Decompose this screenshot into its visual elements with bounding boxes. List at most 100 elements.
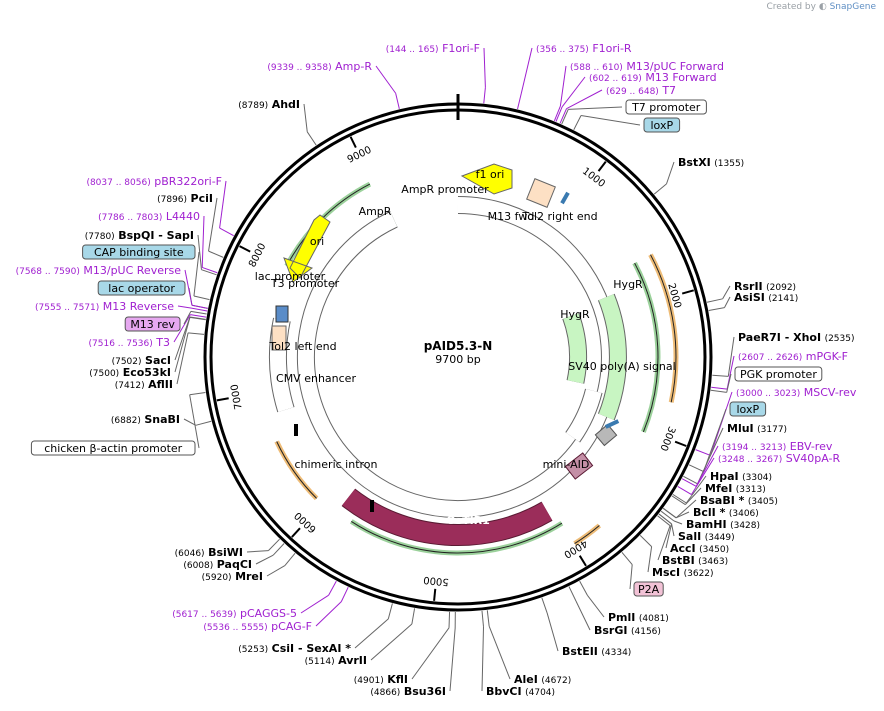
- site-label: (4866) Bsu36I: [370, 685, 446, 698]
- site-enzyme[interactable]: AleI (4672): [514, 673, 571, 686]
- p2a-mark[interactable]: [594, 423, 618, 447]
- site-primer[interactable]: (3248 .. 3267) SV40pA-R: [718, 452, 841, 465]
- site-label: (2607 .. 2626) mPGK-F: [738, 350, 848, 363]
- site-primer[interactable]: (144 .. 165) F1ori-F: [386, 42, 480, 55]
- site-enzyme[interactable]: (8789) AhdI: [238, 98, 300, 111]
- site-enzyme[interactable]: (6008) PaqCI: [183, 558, 252, 571]
- site-leader: [255, 554, 274, 565]
- site-enzyme[interactable]: AsiSI (2141): [734, 291, 798, 304]
- f1-ori-arrow[interactable]: [460, 163, 513, 195]
- site-enzyme[interactable]: (5920) MreI: [202, 570, 263, 583]
- site-enzyme[interactable]: BstBI (3463): [662, 554, 728, 567]
- site-primer[interactable]: (356 .. 375) F1ori-R: [536, 42, 632, 55]
- site-box-pink[interactable]: P2A: [633, 581, 664, 597]
- site-enzyme[interactable]: BsaBI * (3405): [700, 494, 778, 507]
- feature-arc-hygr[interactable]: [598, 294, 626, 420]
- site-box-blue[interactable]: lac operator: [97, 280, 186, 296]
- intron-mark-2[interactable]: [370, 500, 374, 512]
- site-enzyme[interactable]: (5253) CsiI - SexAI *: [238, 642, 351, 655]
- site-box-blue[interactable]: loxP: [729, 401, 767, 417]
- site-primer[interactable]: (602 .. 619) M13 Forward: [589, 71, 717, 84]
- loxp-mark-1[interactable]: [560, 191, 570, 205]
- site-primer[interactable]: (9339 .. 9358) Amp-R: [267, 60, 372, 73]
- feature-arc-sv40-poly-a-signal[interactable]: [566, 388, 602, 442]
- site-name: lac operator: [108, 282, 175, 295]
- site-leader: [189, 394, 200, 449]
- site-position: (4901): [354, 676, 384, 686]
- plasmid-size: 9700 bp: [435, 353, 480, 366]
- site-position: (144 .. 165): [386, 45, 439, 55]
- site-enzyme[interactable]: (7896) PciI: [157, 192, 213, 205]
- intron-mark-1[interactable]: [294, 424, 298, 436]
- site-leader: [483, 87, 486, 104]
- site-enzyme[interactable]: (4866) Bsu36I: [370, 685, 446, 698]
- site-primer[interactable]: (7516 .. 7536) T3: [89, 336, 171, 349]
- loxp-mark-2[interactable]: [604, 419, 620, 429]
- site-primer[interactable]: (7568 .. 7590) M13/pUC Reverse: [16, 264, 182, 277]
- site-primer[interactable]: (629 .. 648) T7: [606, 84, 676, 97]
- site-primer[interactable]: (7786 .. 7803) L4440: [98, 210, 200, 223]
- site-label: (6008) PaqCI: [183, 558, 252, 571]
- site-primer[interactable]: (8037 .. 8056) pBR322ori-F: [86, 175, 222, 188]
- site-enzyme[interactable]: MscI (3622): [652, 566, 714, 579]
- site-name: M13 rev: [130, 318, 175, 331]
- site-enzyme[interactable]: BstEII (4334): [562, 645, 631, 658]
- site-primer[interactable]: (3194 .. 3213) EBV-rev: [722, 440, 833, 453]
- site-enzyme[interactable]: (6882) SnaBI: [111, 413, 180, 426]
- site-enzyme[interactable]: (7412) AflII: [115, 378, 173, 391]
- site-enzyme[interactable]: PaeR7I - XhoI (2535): [738, 331, 855, 344]
- site-position: (3406): [729, 509, 759, 519]
- site-enzyme[interactable]: PmlI (4081): [608, 611, 669, 624]
- site-enzyme[interactable]: HpaI (3304): [710, 470, 772, 483]
- lac-operator-mark[interactable]: [275, 305, 289, 323]
- site-label: (356 .. 375) F1ori-R: [536, 42, 632, 55]
- site-leader: [268, 538, 280, 551]
- feature-label: HygR: [613, 278, 643, 291]
- site-enzyme[interactable]: (7780) BspQI - SapI: [85, 229, 194, 242]
- site-name: M13/pUC Reverse: [83, 264, 181, 277]
- site-enzyme[interactable]: AccI (3450): [670, 542, 729, 555]
- site-leader: [586, 594, 605, 618]
- site-box[interactable]: T7 promoter: [625, 99, 707, 115]
- site-name: loxP: [737, 403, 760, 416]
- site-enzyme[interactable]: RsrII (2092): [734, 280, 796, 293]
- feature-arc-ostir1[interactable]: [342, 489, 552, 546]
- tol2-left-end-box[interactable]: [271, 325, 287, 351]
- site-box[interactable]: chicken β-actin promoter: [30, 440, 196, 456]
- site-enzyme[interactable]: MluI (3177): [727, 422, 787, 435]
- site-enzyme[interactable]: (6046) BsiWI: [175, 546, 243, 559]
- site-primer[interactable]: (5536 .. 5555) pCAG-F: [203, 620, 312, 633]
- site-enzyme[interactable]: BbvCI (4704): [486, 685, 555, 698]
- feature-arc-ampr-promoter[interactable]: [297, 197, 618, 517]
- site-enzyme[interactable]: (5114) AvrII: [305, 654, 367, 667]
- site-enzyme[interactable]: (7502) SacI: [112, 354, 171, 367]
- site-primer[interactable]: (2607 .. 2626) mPGK-F: [738, 350, 848, 363]
- site-enzyme[interactable]: BsrGI (4156): [594, 624, 661, 637]
- ori-arrow[interactable]: [283, 214, 331, 283]
- site-enzyme[interactable]: (4901) KflI: [354, 673, 408, 686]
- site-enzyme[interactable]: (7500) Eco53kI: [89, 366, 171, 379]
- tol2-right-end-box[interactable]: [526, 178, 556, 208]
- site-name: mPGK-F: [806, 350, 848, 363]
- site-box-purple[interactable]: M13 rev: [124, 316, 181, 332]
- site-box-blue[interactable]: CAP binding site: [82, 244, 196, 260]
- site-primer[interactable]: (5617 .. 5639) pCAGGS-5: [172, 607, 297, 620]
- site-box-blue[interactable]: loxP: [643, 117, 681, 133]
- site-enzyme[interactable]: MfeI (3313): [705, 482, 766, 495]
- feature-arc-hygr2[interactable]: [563, 313, 587, 384]
- site-position: (4156): [631, 627, 661, 637]
- site-enzyme[interactable]: SalI (3449): [678, 530, 735, 543]
- site-enzyme[interactable]: BclI * (3406): [693, 506, 759, 519]
- site-primer[interactable]: (3000 .. 3023) MSCV-rev: [736, 386, 857, 399]
- site-leader: [184, 269, 193, 306]
- site-leader: [657, 525, 671, 561]
- site-position: (4704): [525, 688, 555, 698]
- mini-aid-box[interactable]: [564, 452, 594, 480]
- site-name: BclI *: [693, 506, 726, 519]
- site-box[interactable]: PGK promoter: [734, 366, 823, 382]
- site-primer[interactable]: (7555 .. 7571) M13 Reverse: [35, 300, 174, 313]
- site-position: (7555 .. 7571): [35, 303, 99, 313]
- site-primer[interactable]: (588 .. 610) M13/pUC Forward: [570, 60, 724, 73]
- site-enzyme[interactable]: BstXI (1355): [678, 156, 744, 169]
- site-enzyme[interactable]: BamHI (3428): [686, 518, 760, 531]
